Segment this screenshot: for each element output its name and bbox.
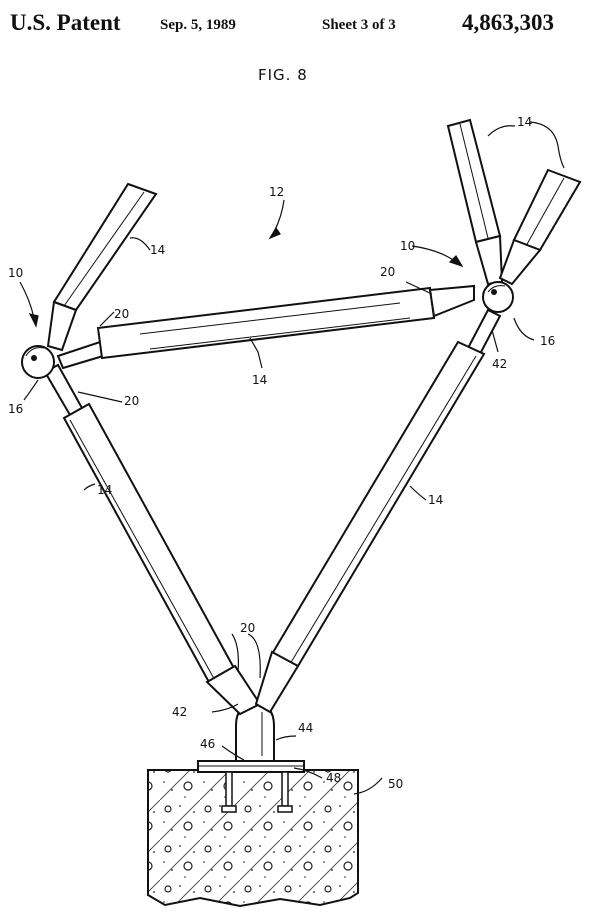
ref-label-10-left: 10 [8, 266, 23, 280]
ref-label-16-left: 16 [8, 402, 23, 416]
ref-label-14-left-leg: 14 [97, 483, 112, 497]
ref-label-20-lower-left: 20 [124, 394, 139, 408]
ref-label-14-right-leg: 14 [428, 493, 443, 507]
sheet-number: Sheet 3 of 3 [322, 17, 396, 33]
leader-lines [19, 121, 565, 795]
ref-label-16-right: 16 [540, 334, 555, 348]
patent-label: U.S. Patent [10, 10, 121, 35]
ref-label-48: 48 [326, 771, 341, 785]
patent-number: 4,863,303 [462, 10, 554, 35]
ref-label-20-left: 20 [114, 307, 129, 321]
ref-label-50: 50 [388, 777, 403, 791]
horizontal-member [56, 284, 475, 370]
right-leg-member [254, 308, 502, 714]
figure-title: FIG. 8 [258, 66, 308, 84]
concrete-foundation [147, 769, 359, 908]
ref-label-10-right: 10 [400, 239, 415, 253]
ref-label-20-bottom: 20 [240, 621, 255, 635]
node-right [482, 281, 514, 313]
ref-label-12: 12 [269, 185, 284, 199]
ref-label-46: 46 [200, 737, 215, 751]
ref-label-44: 44 [298, 721, 313, 735]
left-leg-member [43, 363, 262, 716]
node-left [21, 345, 55, 379]
base-plate [197, 760, 305, 813]
ref-label-20-horizontal: 20 [380, 265, 395, 279]
left-upper-member [46, 182, 158, 352]
ref-label-14-horizontal: 14 [252, 373, 267, 387]
patent-date: Sep. 5, 1989 [160, 17, 236, 33]
ref-label-42-bottom: 42 [172, 705, 187, 719]
ref-label-14-upper-right: 14 [517, 115, 532, 129]
right-upper-members [446, 118, 582, 286]
ref-label-14-upper-left: 14 [150, 243, 165, 257]
ref-label-42-right: 42 [492, 357, 507, 371]
